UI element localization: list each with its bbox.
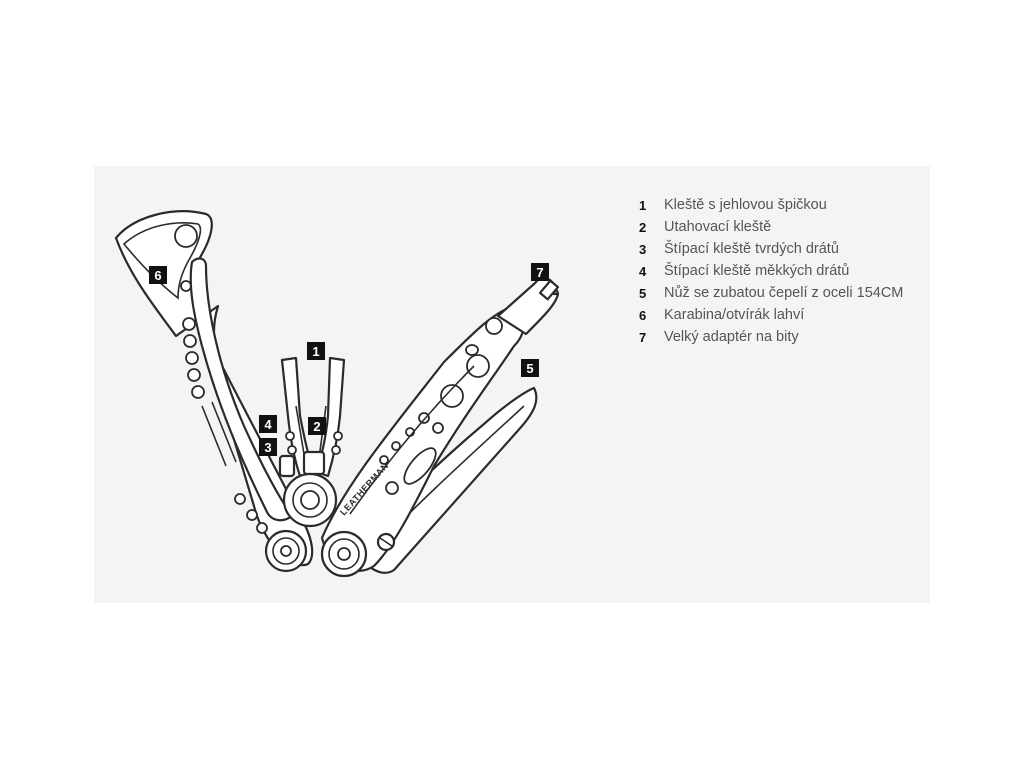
legend-number: 1 (639, 197, 647, 213)
legend-label: Kleště s jehlovou špičkou (664, 197, 827, 213)
legend-item: 2 Utahovací kleště (639, 216, 903, 238)
legend-item: 6 Karabina/otvírák lahví (639, 304, 903, 326)
svg-text:5: 5 (526, 361, 533, 376)
pivot-right (320, 530, 396, 578)
svg-text:6: 6 (154, 268, 161, 283)
parts-legend: 1 Kleště s jehlovou špičkou 2 Utahovací … (639, 194, 903, 348)
legend-number: 5 (639, 285, 647, 301)
legend-label: Štípací kleště měkkých drátů (664, 263, 850, 279)
legend-item: 5 Nůž se zubatou čepelí z oceli 154CM (639, 282, 903, 304)
legend-label: Velký adaptér na bity (664, 329, 799, 345)
diagram-panel: LEATHERMAN 1 2 3 4 5 (94, 166, 930, 603)
legend-number: 4 (639, 263, 647, 279)
svg-text:7: 7 (536, 265, 543, 280)
legend-label: Utahovací kleště (664, 219, 772, 235)
legend-item: 4 Štípací kleště měkkých drátů (639, 260, 903, 282)
legend-label: Karabina/otvírák lahví (664, 307, 805, 323)
carabiner-hole (174, 224, 198, 248)
callout-4: 4 (259, 415, 277, 433)
legend-item: 7 Velký adaptér na bity (639, 326, 903, 348)
legend-label: Štípací kleště tvrdých drátů (664, 241, 839, 257)
pliers-jaws (278, 356, 346, 528)
legend-number: 6 (639, 307, 647, 323)
callout-3: 3 (259, 438, 277, 456)
svg-text:1: 1 (312, 344, 319, 359)
callout-6: 6 (149, 266, 167, 284)
legend-label: Nůž se zubatou čepelí z oceli 154CM (664, 285, 904, 301)
callout-1: 1 (307, 342, 325, 360)
svg-text:2: 2 (313, 419, 320, 434)
legend-item: 3 Štípací kleště tvrdých drátů (639, 238, 903, 260)
legend-number: 2 (639, 219, 647, 235)
multitool-illustration: LEATHERMAN 1 2 3 4 5 (114, 210, 560, 578)
callout-7: 7 (531, 263, 549, 281)
legend-number: 7 (639, 329, 647, 345)
pivot-left (264, 529, 308, 573)
callout-2: 2 (308, 417, 326, 435)
legend-item: 1 Kleště s jehlovou špičkou (639, 194, 903, 216)
svg-text:4: 4 (264, 417, 272, 432)
legend-number: 3 (639, 241, 647, 257)
svg-text:3: 3 (264, 440, 271, 455)
callout-5: 5 (521, 359, 539, 377)
